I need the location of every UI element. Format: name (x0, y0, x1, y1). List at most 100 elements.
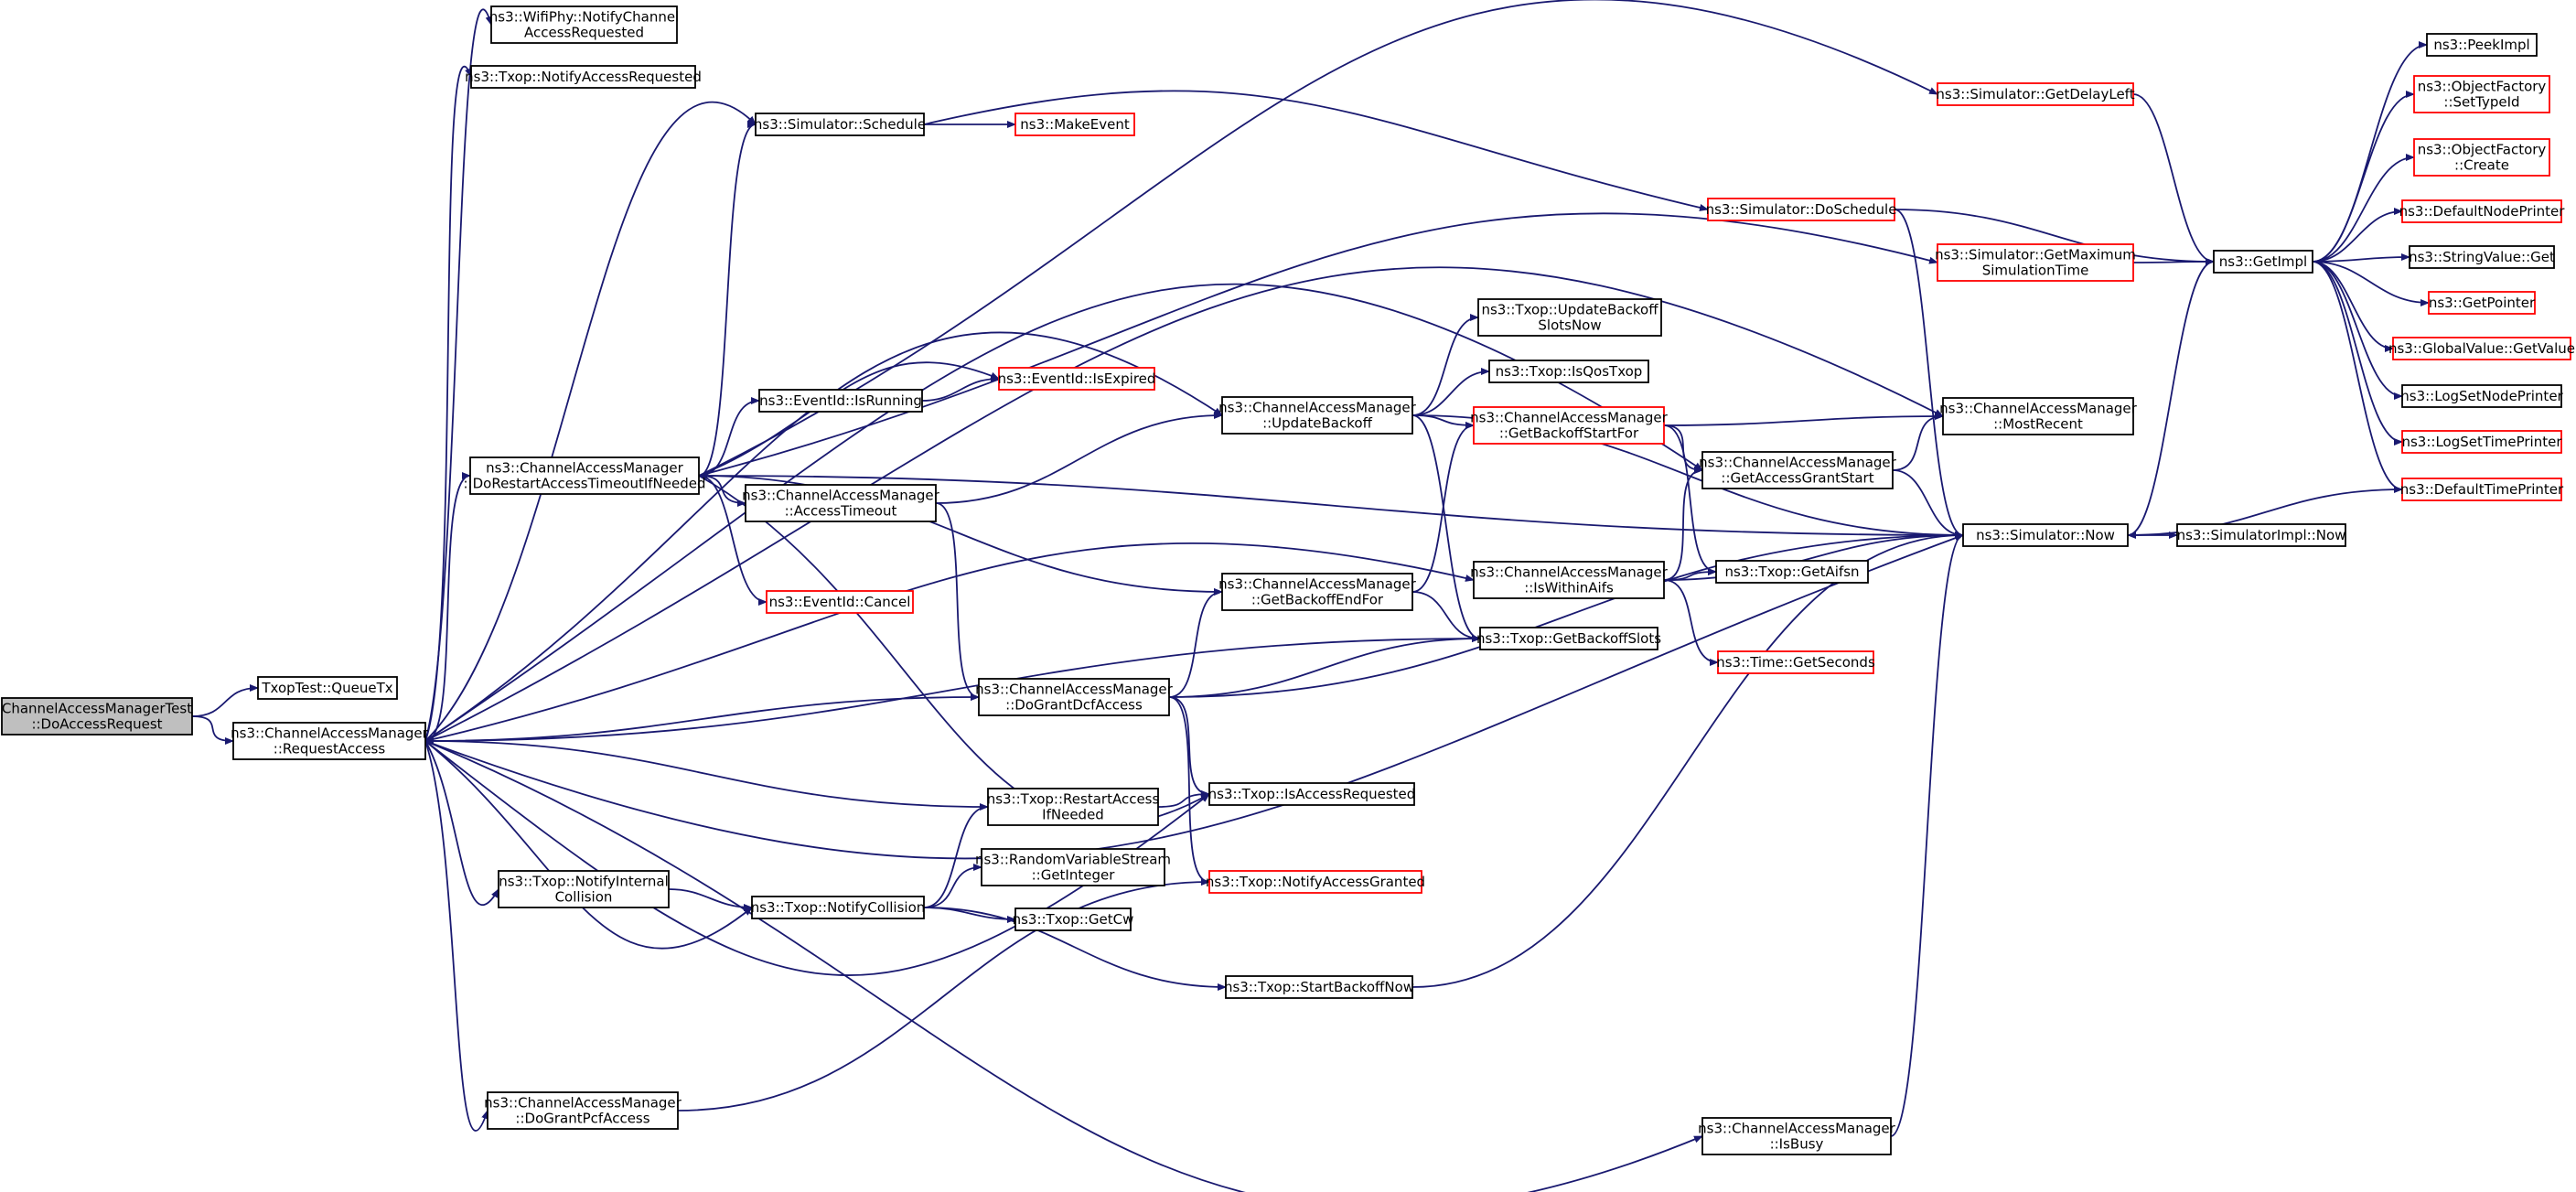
node-notifyaccessreq[interactable]: ns3::Txop::NotifyAccessRequested (465, 65, 702, 89)
node-peekimpl[interactable]: ns3::PeekImpl (2426, 33, 2538, 57)
node-root[interactable]: ChannelAccessManagerTest::DoAccessReques… (1, 697, 193, 736)
edge-isbusy-to-now (1890, 532, 1964, 1137)
node-box (1937, 243, 2134, 282)
edge-getimpl-to-defaulttimeprinter (2312, 261, 2403, 493)
node-box (745, 484, 937, 522)
node-notifycollision[interactable]: ns3::Txop::NotifyCollision (751, 896, 926, 919)
node-getbackoffstartfor[interactable]: ns3::ChannelAccessManager::GetBackoffSta… (1470, 406, 1669, 445)
node-getbackoffslots[interactable]: ns3::Txop::GetBackoffSlots (1476, 627, 1661, 650)
edges-layer (191, 0, 2430, 1192)
edge-updatebackoff-to-updatebackoffslots (1411, 314, 1479, 416)
node-box (257, 676, 398, 700)
node-box (2409, 245, 2555, 269)
node-ofcreate[interactable]: ns3::ObjectFactory::Create (2413, 138, 2550, 177)
node-rvsgetinteger[interactable]: ns3::RandomVariableStream::GetInteger (975, 848, 1171, 886)
node-box (1942, 397, 2134, 435)
node-stringvalueget[interactable]: ns3::StringValue::Get (2409, 245, 2555, 269)
edge-requestaccess-to-wifiphy (424, 8, 493, 742)
node-getseconds[interactable]: ns3::Time::GetSeconds (1716, 650, 1875, 674)
node-label: ns3::Txop::GetCw (1013, 911, 1134, 928)
edge-accesstimeout-to-dograntdcf (935, 502, 980, 701)
node-dograntpcf[interactable]: ns3::ChannelAccessManager::DoGrantPcfAcc… (484, 1091, 682, 1130)
edge-getbackoffendfor-to-getbackoffslots (1411, 591, 1481, 642)
node-isexpired[interactable]: ns3::EventId::IsExpired (998, 367, 1156, 391)
node-isbusy[interactable]: ns3::ChannelAccessManager::IsBusy (1698, 1117, 1896, 1155)
node-box (1937, 82, 2134, 106)
node-box (1221, 396, 1413, 435)
node-defaulttimeprinter[interactable]: ns3::DefaultTimePrinter (2400, 478, 2564, 501)
node-cancel[interactable]: ns3::EventId::Cancel (766, 590, 914, 614)
node-label: ::GetBackoffEndFor (1251, 592, 1384, 608)
node-isqostxop[interactable]: ns3::Txop::IsQosTxop (1488, 360, 1649, 383)
node-label: ns3::StringValue::Get (2409, 249, 2555, 265)
node-logsetnodeprinter[interactable]: ns3::LogSetNodePrinter (2400, 384, 2564, 408)
edge-dorestart-to-isrunning (698, 397, 760, 477)
node-schedule[interactable]: ns3::Simulator::Schedule (754, 113, 926, 136)
node-iswithinaifs[interactable]: ns3::ChannelAccessManager::IsWithinAifs (1470, 561, 1669, 599)
node-getdelayleft[interactable]: ns3::Simulator::GetDelayLeft (1936, 82, 2135, 106)
node-label: ns3::Simulator::Schedule (754, 116, 926, 133)
node-box (2401, 384, 2562, 408)
node-box (766, 590, 914, 614)
node-label: ns3::Txop::NotifyAccessGranted (1206, 874, 1425, 890)
node-label: SlotsNow (1538, 317, 1601, 334)
node-wifiphy[interactable]: ns3::WifiPhy::NotifyChannelAccessRequest… (489, 5, 679, 44)
node-simimplnow[interactable]: ns3::SimulatorImpl::Now (2176, 523, 2346, 547)
edge-getbackoffstartfor-to-getaccessgrantstart (1663, 424, 1703, 474)
node-requestaccess[interactable]: ns3::ChannelAccessManager::RequestAccess (231, 722, 429, 760)
edge-requestaccess-to-dograntdcf (424, 693, 980, 742)
node-dorestart[interactable]: ns3::ChannelAccessManager::DoRestartAcce… (463, 456, 706, 495)
node-getcw[interactable]: ns3::Txop::GetCw (1013, 907, 1134, 931)
node-now[interactable]: ns3::Simulator::Now (1962, 523, 2129, 547)
node-box (2401, 478, 2562, 501)
edge-getimpl-to-defaultnodeprinter (2312, 208, 2403, 263)
node-box (232, 722, 426, 760)
node-getbackoffendfor[interactable]: ns3::ChannelAccessManager::GetBackoffEnd… (1218, 573, 1417, 611)
node-box (987, 788, 1159, 826)
edge-getbackoffstartfor-to-getaifsn (1663, 424, 1717, 575)
node-label: ::RequestAccess (274, 741, 386, 757)
edge-notifyinternal-to-notifycollision (668, 888, 753, 911)
node-getpointer[interactable]: ns3::GetPointer (2428, 291, 2536, 315)
node-startbackoffnow[interactable]: ns3::Txop::StartBackoffNow (1224, 975, 1414, 999)
node-label: ::Create (2454, 157, 2509, 174)
nodes-layer: ChannelAccessManagerTest::DoAccessReques… (1, 5, 2575, 1155)
node-makeevent[interactable]: ns3::MakeEvent (1014, 113, 1135, 136)
node-globalvaluegetvalue[interactable]: ns3::GlobalValue::GetValue (2388, 337, 2575, 360)
node-settypeid[interactable]: ns3::ObjectFactory::SetTypeId (2413, 75, 2550, 113)
node-label: ns3::ChannelAccessManager (1699, 455, 1896, 471)
node-queuetx[interactable]: TxopTest::QueueTx (257, 676, 398, 700)
node-label: ::UpdateBackoff (1262, 415, 1372, 432)
node-label: ::GetBackoffStartFor (1499, 425, 1639, 442)
node-box (2428, 291, 2536, 315)
node-box (490, 5, 678, 44)
node-dograntdcf[interactable]: ns3::ChannelAccessManager::DoGrantDcfAcc… (975, 678, 1174, 716)
node-mostrecent[interactable]: ns3::ChannelAccessManager::MostRecent (1939, 397, 2138, 435)
edge-getbackoffstartfor-to-mostrecent (1663, 413, 1944, 426)
edge-dorestart-to-schedule (698, 121, 757, 477)
node-notifyaccessgranted[interactable]: ns3::Txop::NotifyAccessGranted (1206, 870, 1425, 894)
edge-iswithinaifs-to-now (1663, 532, 1964, 581)
edge-startbackoffnow-to-now (1411, 532, 1964, 988)
node-getaccessgrantstart[interactable]: ns3::ChannelAccessManager::GetAccessGran… (1699, 451, 1897, 489)
node-doschedule[interactable]: ns3::Simulator::DoSchedule (1706, 198, 1897, 221)
node-box (2401, 430, 2562, 454)
edge-root-to-requestaccess (191, 715, 234, 745)
node-label: ::MostRecent (1993, 416, 2083, 433)
node-label: ns3::Time::GetSeconds (1716, 654, 1875, 671)
node-defaultnodeprinter[interactable]: ns3::DefaultNodePrinter (2399, 199, 2566, 223)
node-getaifsn[interactable]: ns3::Txop::GetAifsn (1715, 560, 1869, 584)
edge-requestaccess-to-dograntpcf (424, 740, 488, 1132)
node-logsettimeprinter[interactable]: ns3::LogSetTimePrinter (2401, 430, 2562, 454)
node-label: ns3::ChannelAccessManager (484, 1095, 682, 1111)
node-isrunning[interactable]: ns3::EventId::IsRunning (758, 389, 923, 413)
node-getimpl[interactable]: ns3::GetImpl (2213, 250, 2313, 274)
node-accesstimeout[interactable]: ns3::ChannelAccessManager::AccessTimeout (742, 484, 940, 522)
edge-requestaccess-to-now (424, 534, 1964, 860)
node-isaccessrequested[interactable]: ns3::Txop::IsAccessRequested (1208, 782, 1416, 806)
node-updatebackoff[interactable]: ns3::ChannelAccessManager::UpdateBackoff (1218, 396, 1417, 435)
